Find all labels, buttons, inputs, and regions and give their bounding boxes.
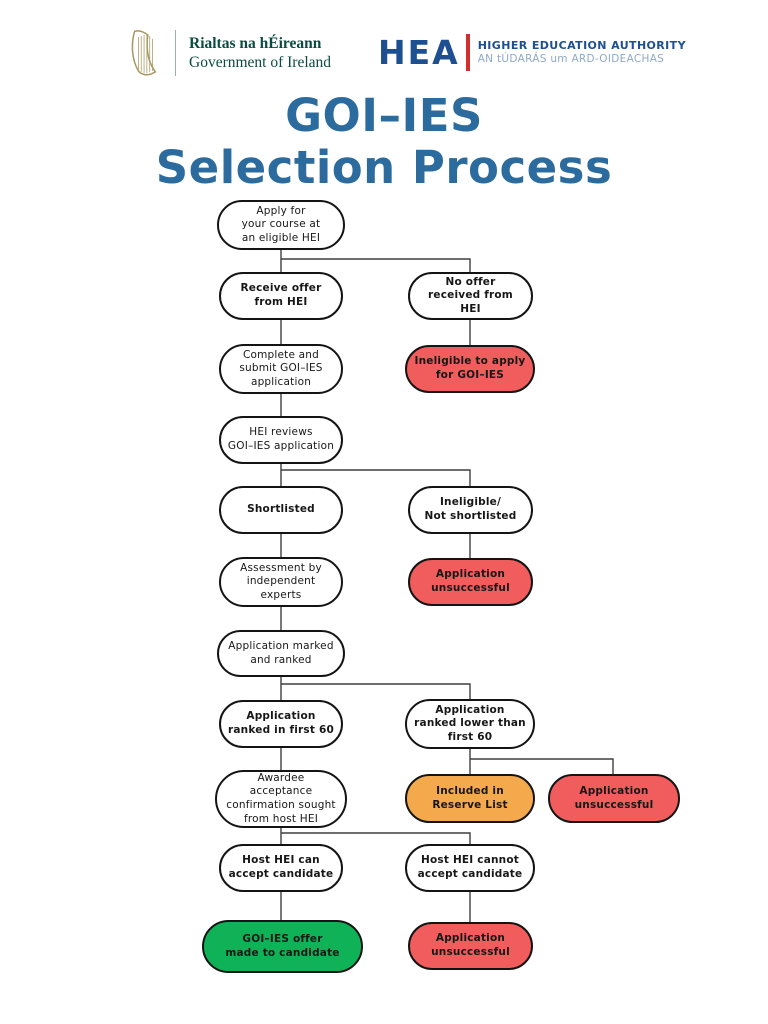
hea-red-bar <box>465 34 470 71</box>
flow-node-ineligible-apply: Ineligible to apply for GOI–IES <box>405 345 535 393</box>
flow-node-ranked-first-60: Application ranked in first 60 <box>219 700 343 748</box>
flow-node-unsuccessful-3: Application unsuccessful <box>408 922 533 970</box>
flow-node-offer-made: GOI–IES offer made to candidate <box>202 920 363 973</box>
government-logo-text: Rialtas na hÉireann Government of Irelan… <box>189 34 331 73</box>
flow-node-not-shortlisted: Ineligible/ Not shortlisted <box>408 486 533 534</box>
logo-divider <box>175 30 176 76</box>
government-of-ireland-logo: Rialtas na hÉireann Government of Irelan… <box>128 28 331 78</box>
page-title: GOI–IES Selection Process <box>0 89 768 195</box>
flow-node-receive-offer: Receive offer from HEI <box>219 272 343 320</box>
flow-node-hei-reviews: HEI reviews GOI–IES application <box>219 416 343 464</box>
flow-node-complete-submit: Complete and submit GOI–IES application <box>219 344 343 394</box>
header: Rialtas na hÉireann Government of Irelan… <box>0 28 768 80</box>
flow-node-awardee-confirmation: Awardee acceptance confirmation sought f… <box>215 770 347 828</box>
flow-node-shortlisted: Shortlisted <box>219 486 343 534</box>
hea-name-english: HIGHER EDUCATION AUTHORITY <box>477 39 686 53</box>
flow-node-host-can-accept: Host HEI can accept candidate <box>219 844 343 892</box>
flow-node-ranked-lower-60: Application ranked lower than first 60 <box>405 699 535 749</box>
hea-acronym: HEA <box>378 33 460 72</box>
flow-node-unsuccessful-1: Application unsuccessful <box>408 558 533 606</box>
hea-name-irish: AN tÚDARÁS um ARD-OIDEACHAS <box>477 52 665 65</box>
government-logo-english: Government of Ireland <box>189 54 332 71</box>
hea-logo: HEA HIGHER EDUCATION AUTHORITY AN tÚDARÁ… <box>378 34 686 71</box>
flow-node-unsuccessful-2: Application unsuccessful <box>548 774 680 823</box>
harp-icon <box>131 30 157 76</box>
flow-node-no-offer: No offer received from HEI <box>408 272 533 320</box>
flow-node-reserve-list: Included in Reserve List <box>405 774 535 823</box>
hea-logo-text: HIGHER EDUCATION AUTHORITY AN tÚDARÁS um… <box>478 39 686 66</box>
flow-node-marked-ranked: Application marked and ranked <box>217 630 345 677</box>
page-title-line2: Selection Process <box>155 141 613 195</box>
flow-node-host-cannot-accept: Host HEI cannot accept candidate <box>405 844 535 892</box>
flow-node-apply: Apply for your course at an eligible HEI <box>217 200 345 250</box>
page-title-line1: GOI–IES <box>285 89 483 142</box>
flow-node-assessment: Assessment by independent experts <box>219 557 343 607</box>
government-logo-irish: Rialtas na hÉireann <box>189 34 322 52</box>
